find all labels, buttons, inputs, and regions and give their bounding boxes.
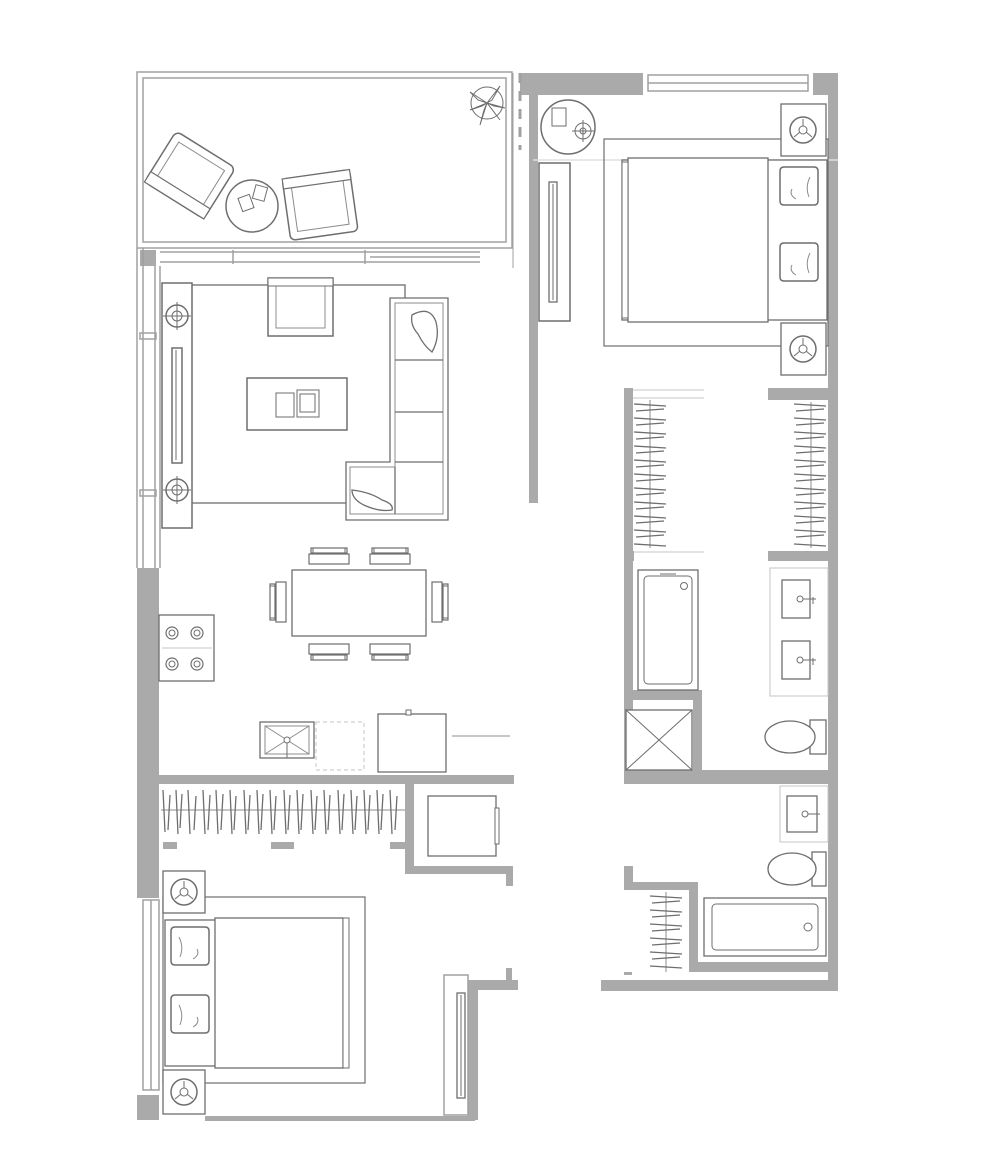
- vanity-sink: [779, 785, 829, 843]
- toilet: [764, 719, 827, 755]
- dishwasher: [315, 721, 365, 771]
- wall-laundry-right: [506, 866, 513, 886]
- shower: [625, 709, 693, 771]
- lounge-chair: [143, 132, 235, 220]
- wardrobe: [793, 402, 827, 548]
- closet-door-jamb1: [163, 842, 177, 849]
- wall-closet-top-left: [624, 388, 633, 398]
- walls: [137, 73, 838, 1121]
- wall-bath-shower-right: [693, 690, 702, 774]
- double-vanity: [769, 567, 829, 697]
- dining-chair: [308, 547, 350, 565]
- dining-chair: [369, 643, 411, 661]
- second-bathroom: [649, 785, 829, 972]
- wall-bottom-right: [601, 980, 838, 991]
- double-bed: [164, 917, 350, 1069]
- wall-laundry-bottom: [405, 866, 513, 874]
- bed-frame: [162, 896, 366, 1084]
- refrigerator: [377, 709, 447, 773]
- wall-right: [828, 73, 838, 991]
- nightstand: [780, 103, 827, 157]
- cooktop: [158, 614, 215, 682]
- wall-bath2-closet-top: [624, 882, 696, 890]
- bed-frame: [603, 138, 829, 347]
- bathtub: [637, 569, 699, 691]
- wall-bath2-mid: [689, 882, 698, 972]
- toilet: [767, 851, 827, 887]
- wall-stub: [506, 968, 512, 982]
- wall-central-vertical: [529, 95, 538, 503]
- balcony: [143, 85, 506, 241]
- closet-door-jamb3: [390, 842, 405, 849]
- lounge-chair: [281, 168, 359, 241]
- master-bedroom: [538, 99, 829, 376]
- dining-area: [269, 547, 449, 661]
- secondary-bedroom: [162, 870, 466, 1115]
- dining-chair: [269, 581, 287, 623]
- dining-chair: [369, 547, 411, 565]
- desk-side-table: [540, 99, 596, 155]
- dining-chair: [431, 581, 449, 623]
- wardrobe: [633, 400, 667, 548]
- wall-bedroom2-right-top: [468, 980, 518, 990]
- tv-console: [538, 162, 571, 322]
- wall-balcony-corner: [140, 250, 156, 266]
- wall-bath2-left: [624, 866, 633, 888]
- living-room: [161, 277, 449, 529]
- wardrobe: [649, 892, 683, 972]
- wall-kitchen-bottom: [159, 775, 514, 784]
- wall-bath2-floor: [689, 962, 828, 972]
- tv-console: [161, 282, 193, 529]
- nightstand: [780, 322, 827, 376]
- wall-closet-bottom-right: [768, 551, 828, 561]
- wall-bath-bottom: [624, 770, 828, 784]
- nightstand: [162, 870, 206, 914]
- wall-closet-left: [624, 388, 633, 710]
- kitchen-sink: [259, 721, 315, 759]
- wall-closet-top-right: [768, 388, 828, 400]
- wall-closet-bottom-left: [624, 551, 634, 561]
- wardrobe: [161, 789, 405, 835]
- dining-table: [291, 569, 427, 637]
- closet-door-jamb2: [271, 842, 294, 849]
- washer: [427, 795, 500, 857]
- bathtub: [703, 897, 827, 957]
- wall-bedroom2-right: [468, 980, 478, 1120]
- l-sofa: [345, 297, 449, 521]
- dining-chair: [308, 643, 350, 661]
- potted-plant: [469, 85, 506, 126]
- tv-console: [456, 992, 466, 1099]
- wall-left-lower: [137, 568, 159, 898]
- walk-in-closet: [633, 389, 827, 553]
- wall-closet-right: [405, 784, 414, 874]
- nightstand: [162, 1069, 206, 1115]
- coffee-table: [246, 377, 348, 431]
- king-bed: [621, 157, 828, 323]
- wall-left-bottom-corner: [137, 1095, 159, 1120]
- kitchen: [158, 614, 510, 773]
- wall-door-stub-2: [624, 972, 632, 975]
- armchair: [267, 277, 334, 337]
- wall-bath-left: [624, 690, 700, 700]
- side-table: [225, 179, 279, 233]
- master-bathroom: [625, 567, 829, 771]
- wall-bedroom2-bottom: [205, 1116, 475, 1121]
- wall-central-top: [520, 73, 643, 95]
